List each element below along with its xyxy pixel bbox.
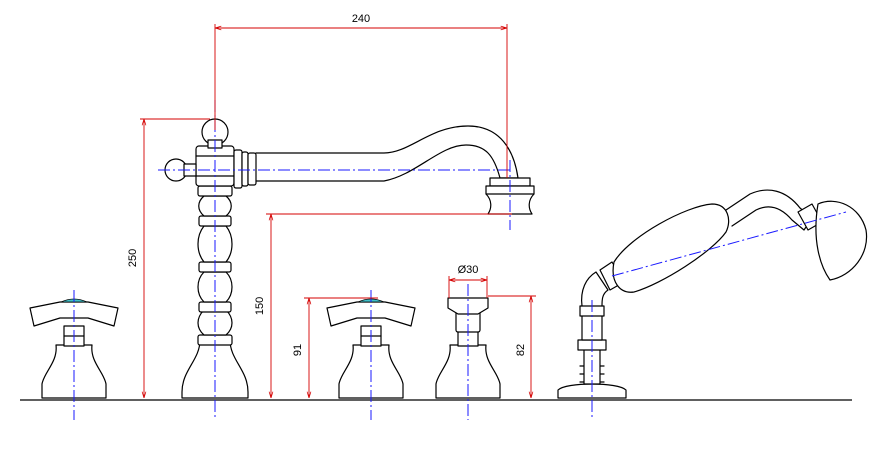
dimension-total-height: 250 [127,118,210,398]
dimension-spout-reach: 240 [214,13,508,178]
dimension-label: 150 [254,297,266,315]
middle-cross-handle-valve [326,290,416,420]
spout-column [158,100,535,420]
dimension-spout-height: 150 [254,213,512,398]
dimension-label: 240 [352,13,370,25]
dimension-label: 82 [515,344,527,356]
hand-shower [557,189,868,420]
left-cross-handle-valve [29,290,119,420]
dimension-label: 250 [127,249,139,267]
dimension-valve-height: 91 [292,297,378,398]
dimension-diverter-height: 82 [488,295,536,398]
dimension-diverter-diameter: Ø30 [448,264,488,298]
dimension-label: 91 [292,344,304,356]
dimension-label: Ø30 [458,264,479,276]
diverter-valve [435,284,501,420]
